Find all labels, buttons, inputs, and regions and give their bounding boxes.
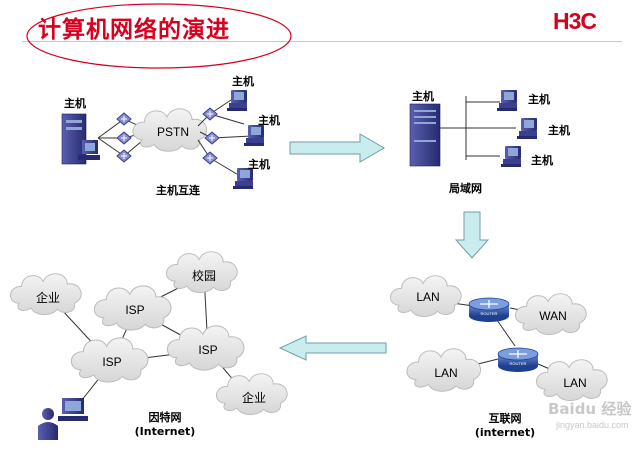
server-host-icon	[409, 103, 441, 167]
interconnect-caption: 互联网 (internet)	[470, 412, 540, 440]
router-icon: ROUTER	[468, 297, 510, 322]
router-label: ROUTER	[510, 361, 527, 366]
h3c-logo: H3C	[553, 8, 597, 34]
user-computer-icon	[38, 398, 88, 440]
isp-label: ISP	[198, 343, 218, 357]
terminal-icon	[244, 125, 264, 146]
page-title: 计算机网络的演进	[38, 17, 230, 43]
internet-panel	[9, 251, 288, 440]
host-interconnect-caption: 主机互连	[156, 184, 200, 197]
terminal-label: 主机	[528, 93, 550, 106]
baidu-watermark: Baidu 经验	[548, 400, 632, 418]
title-highlight-ellipse	[26, 3, 292, 69]
terminal-icon	[517, 118, 537, 139]
interconnect-panel: ROUTER ROUTER	[389, 275, 608, 402]
modem-icon	[116, 131, 132, 145]
modem-icon	[204, 131, 220, 145]
enterprise-label: 企业	[35, 291, 60, 305]
router-icon: ROUTER	[497, 347, 539, 372]
terminal-icon	[497, 90, 517, 111]
internet-caption: 因特网 (Internet)	[128, 411, 202, 439]
arrow-down-icon	[454, 211, 490, 259]
modem-icon	[202, 151, 218, 165]
interconnect-caption-line1: 互联网	[488, 412, 522, 425]
interconnect-caption-line2: (internet)	[474, 426, 536, 439]
terminal-label: 主机	[548, 124, 570, 137]
host-interconnect-panel	[61, 90, 264, 189]
mainframe-host-icon	[61, 113, 100, 165]
header-divider	[22, 41, 622, 42]
arrow-left-icon	[278, 335, 387, 361]
lan-label: LAN	[416, 290, 440, 304]
lan-label: LAN	[434, 366, 458, 380]
internet-caption-line1: 因特网	[148, 411, 182, 424]
campus-label: 校园	[191, 269, 216, 283]
isp-label: ISP	[102, 355, 122, 369]
terminal-label: 主机	[258, 114, 280, 127]
lan-caption: 局域网	[449, 182, 482, 195]
baidu-watermark-url: jingyan.baidu.com	[556, 420, 629, 430]
terminal-icon	[501, 146, 521, 167]
wan-label: WAN	[539, 309, 567, 323]
terminal-label: 主机	[248, 158, 270, 171]
terminal-label: 主机	[531, 154, 553, 167]
terminal-label: 主机	[232, 75, 254, 88]
lan-panel	[409, 90, 537, 167]
arrow-right-icon	[289, 133, 385, 163]
host-label: 主机	[64, 97, 86, 110]
host-label: 主机	[412, 90, 434, 103]
internet-caption-line2: (Internet)	[134, 425, 196, 438]
pstn-label: PSTN	[156, 125, 189, 139]
lan-label: LAN	[563, 376, 587, 390]
enterprise-label: 企业	[241, 391, 266, 405]
router-label: ROUTER	[481, 311, 498, 316]
isp-label: ISP	[125, 303, 145, 317]
